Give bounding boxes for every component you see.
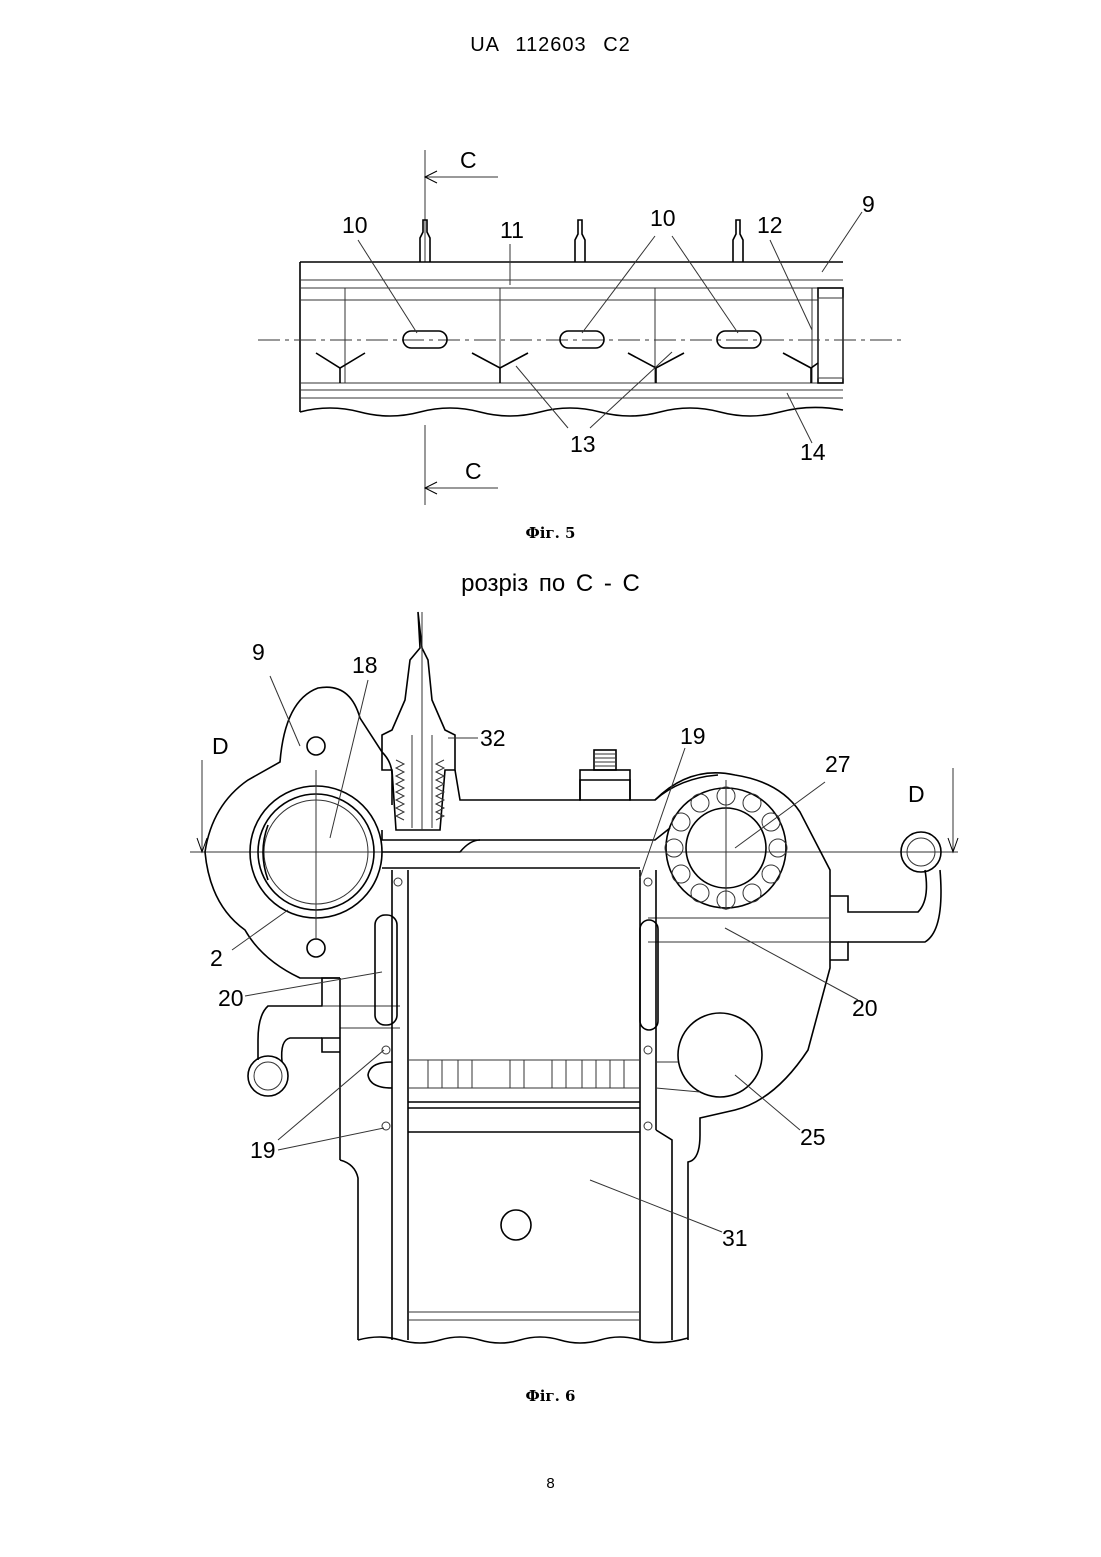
section-label-d-right: D: [908, 781, 925, 807]
fig6-label-27: 27: [825, 751, 851, 777]
section-label-c-bottom: C: [465, 458, 482, 484]
fig6-label-19-bottom: 19: [250, 1137, 276, 1163]
fig6-label-32: 32: [480, 725, 506, 751]
label-9: 9: [862, 191, 875, 217]
label-13: 13: [570, 431, 596, 457]
fig6-label-25: 25: [800, 1124, 826, 1150]
fig6-label-9: 9: [252, 639, 265, 665]
fig6-label-19-top: 19: [680, 723, 706, 749]
label-11: 11: [500, 217, 524, 243]
page-number: 8: [0, 1475, 1101, 1492]
label-10-left: 10: [342, 212, 368, 238]
section-title: розріз по С - С: [0, 570, 1101, 598]
section-label-d-left: D: [212, 733, 229, 759]
label-14: 14: [800, 439, 826, 465]
section-label-c-top: C: [460, 147, 477, 173]
fig6-label-31: 31: [722, 1225, 748, 1251]
fig6-label-20-left: 20: [218, 985, 244, 1011]
fig6-label-2: 2: [210, 945, 223, 971]
label-12: 12: [757, 212, 783, 238]
fig6-label-18: 18: [352, 652, 378, 678]
fig6-label-20-right: 20: [852, 995, 878, 1021]
label-10-right: 10: [650, 205, 676, 231]
figure-5-caption: Фіг. 5: [0, 524, 1101, 542]
document-header: UA 112603 C2: [0, 34, 1101, 57]
figure-6-caption: Фіг. 6: [0, 1387, 1101, 1405]
figure-5-drawing: C C 10 11 10 12 9 13 14: [0, 140, 1101, 520]
figure-6-drawing: 9 18 32 19 27 D D 2 20 20 25 19 31: [0, 600, 1101, 1380]
